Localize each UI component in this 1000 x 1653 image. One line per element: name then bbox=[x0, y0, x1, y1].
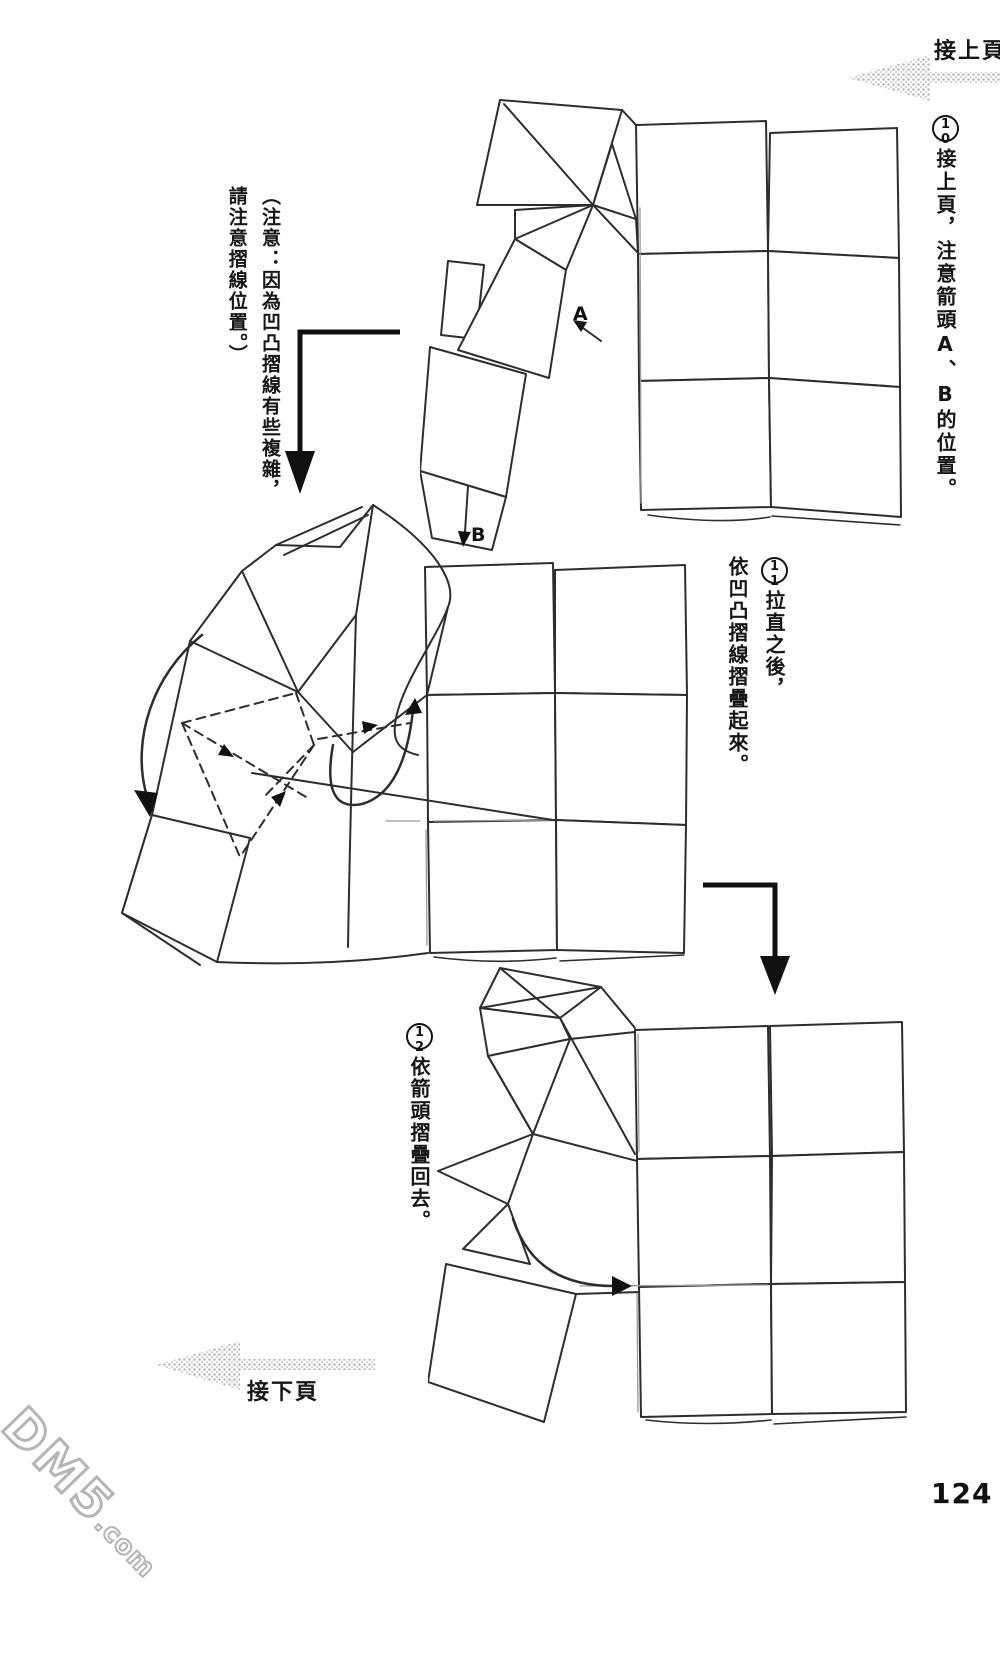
step-12-text: 依箭頭摺疊回去。 bbox=[407, 1056, 431, 1232]
halftone-arrow-top-right-icon bbox=[848, 55, 1000, 101]
halftone-arrow-bottom-left-icon bbox=[156, 1341, 375, 1390]
top-right-nav-label: 接上頁 bbox=[934, 39, 1000, 64]
side-note: （注意：因為凹凸摺線有些複雜， 請注意摺線位置。） bbox=[212, 186, 286, 531]
fold-label-a: A bbox=[573, 303, 588, 325]
step-10-number-badge: 10 bbox=[932, 115, 959, 147]
page-root: { "page": { "number": "124" }, "colors":… bbox=[0, 39, 1000, 1585]
origami-diagram-step12 bbox=[428, 967, 907, 1425]
page-number: 124 bbox=[931, 1477, 993, 1510]
watermark: DM5.com bbox=[0, 1395, 314, 1624]
watermark-suffix: .com bbox=[87, 1509, 162, 1585]
step-11-col2: 依凹凸摺線摺疊起來。 bbox=[725, 556, 749, 776]
step-12-number-badge: 12 bbox=[406, 1023, 433, 1055]
bottom-left-nav-label: 接下頁 bbox=[247, 1380, 320, 1405]
step-11-instruction: 11拉直之後， 依凹凸摺線摺疊起來。 bbox=[710, 556, 792, 836]
side-note-col2: 請注意摺線位置。） bbox=[225, 186, 248, 366]
step-11-col1: 11拉直之後， bbox=[755, 556, 792, 836]
origami-diagram-step10 bbox=[420, 99, 902, 551]
step-10-text: 接上頁，注意箭頭A、B的位置。 bbox=[933, 148, 957, 501]
step-10-instruction: 10接上頁，注意箭頭A、B的位置。 bbox=[906, 114, 960, 509]
step-11-text1: 拉直之後， bbox=[762, 590, 786, 700]
step-11-number-badge: 11 bbox=[761, 557, 788, 589]
origami-diagram-step11 bbox=[121, 504, 688, 966]
watermark-main: DM5 bbox=[0, 1395, 128, 1535]
transition-arrow-1-icon bbox=[285, 329, 400, 494]
transition-arrow-2-icon bbox=[703, 882, 790, 995]
step-12-instruction: 12依箭頭摺疊回去。 bbox=[380, 1022, 434, 1257]
fold-label-b: B bbox=[471, 524, 486, 546]
side-note-col1: （注意：因為凹凸摺線有些複雜， bbox=[259, 186, 281, 501]
